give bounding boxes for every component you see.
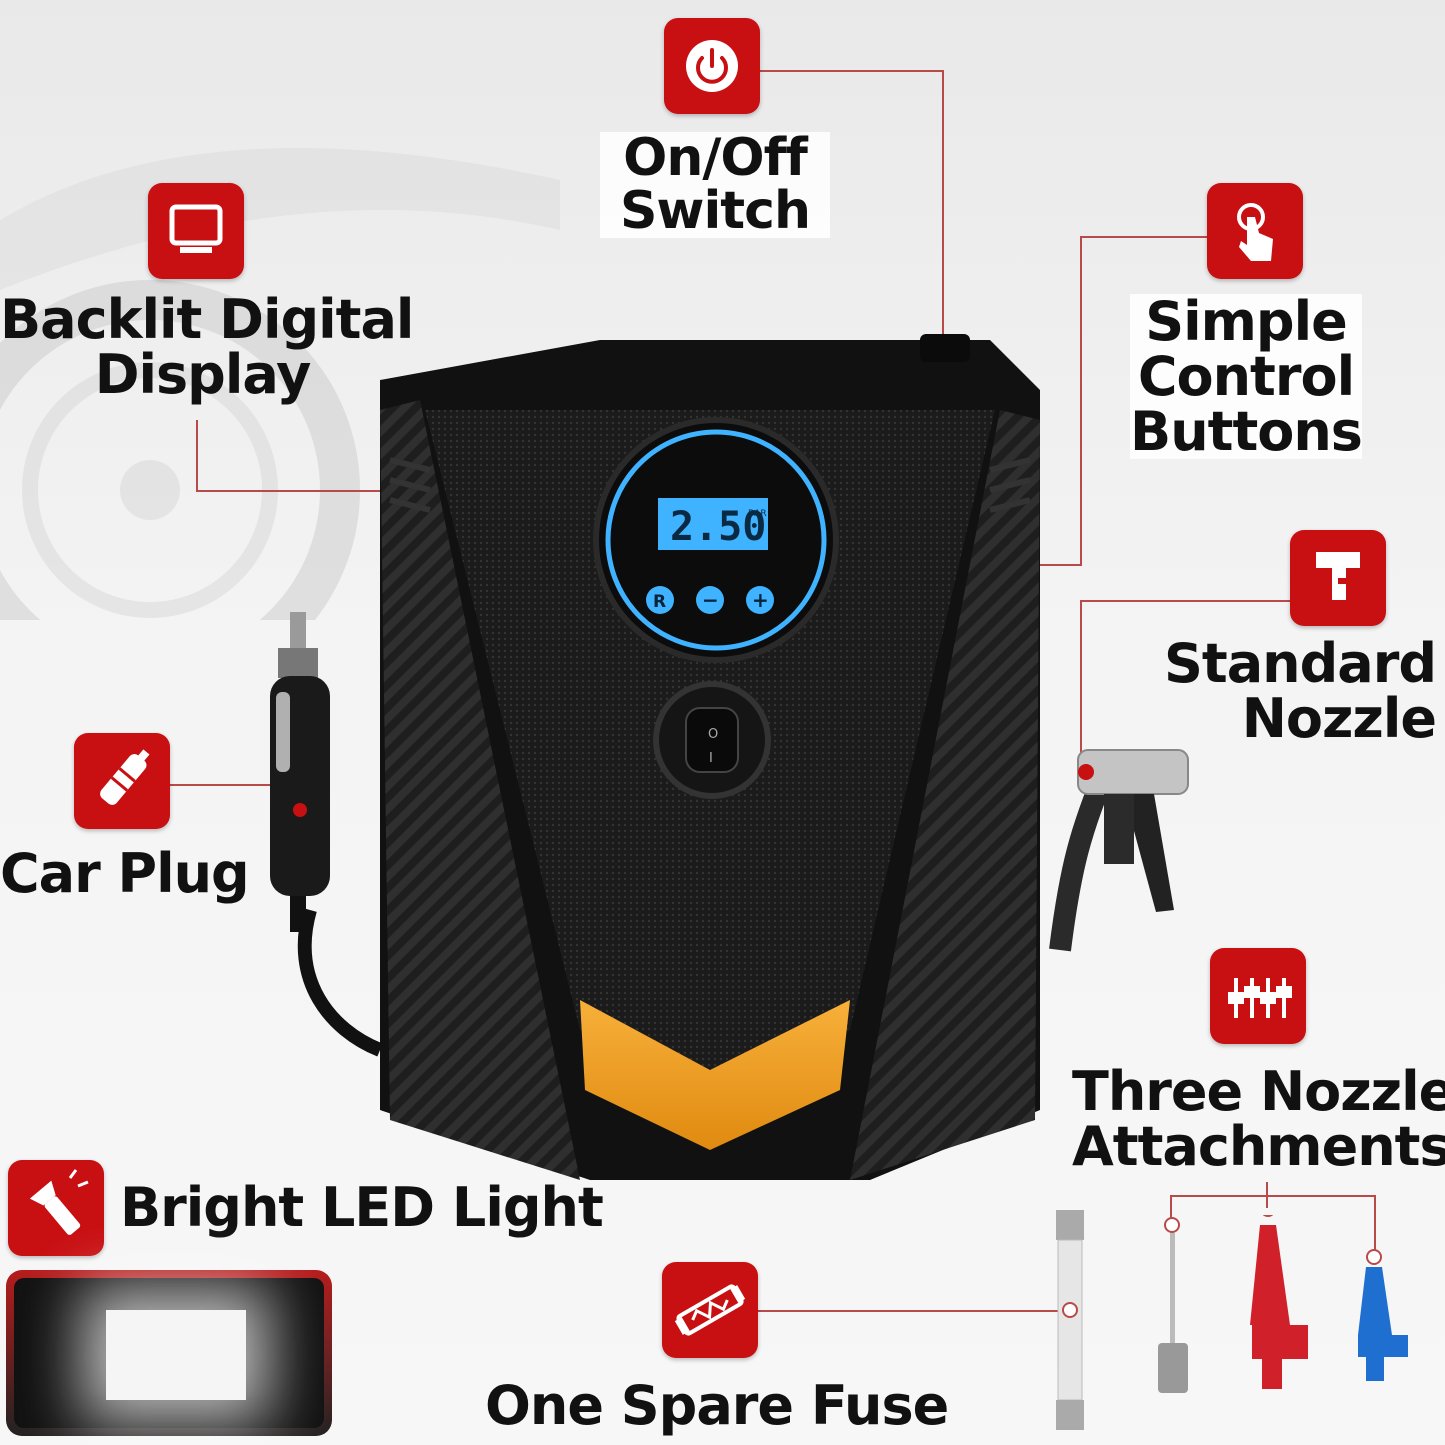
carbon-panel-left: [380, 400, 580, 1180]
line-attach-b: [1266, 1182, 1268, 1208]
flashlight-icon: [29, 1169, 89, 1235]
label-on-off-line2: Switch: [619, 181, 811, 242]
label-on-off: On/Off Switch: [600, 128, 830, 242]
reset-button-label: R: [653, 592, 666, 612]
line-display-h: [196, 490, 386, 492]
led-light-lens: [106, 1310, 246, 1400]
attachments-icon: [1228, 978, 1292, 1018]
carbon-panel-right: [850, 410, 1040, 1180]
touch-icon: [1237, 203, 1273, 261]
monitor-icon: [169, 204, 223, 253]
label-car-plug: Car Plug: [0, 846, 250, 901]
nozzle-icon: [1316, 552, 1360, 600]
line-attach-h: [1170, 1195, 1376, 1197]
led-badge: [8, 1160, 104, 1256]
lcd-screen: [658, 498, 768, 550]
label-buttons-line1: Simple: [1145, 290, 1347, 353]
line-power: [760, 70, 944, 72]
fuse-icon: [674, 1284, 746, 1336]
label-led-line1: Bright LED Light: [120, 1176, 604, 1239]
plus-button-label: +: [752, 588, 769, 612]
power-icon: [686, 40, 738, 92]
line-nozzle-v: [1080, 600, 1082, 770]
attachments-badge: [1210, 948, 1306, 1044]
label-nozzle-line1: Standard: [1164, 632, 1437, 695]
air-compressor: 2.50 BAR R − + O I: [297, 334, 1121, 1180]
nozzle-badge: [1290, 530, 1386, 626]
switch-on-mark: I: [709, 751, 713, 766]
dial-ring: [605, 429, 827, 651]
spare-fuse: [1056, 1210, 1084, 1430]
label-fuse: One Spare Fuse: [485, 1374, 949, 1437]
label-attachments-line2: Attachments: [1072, 1115, 1445, 1179]
label-on-off-line1: On/Off: [623, 128, 808, 188]
label-display: Backlit Digital Display: [0, 288, 414, 407]
line-attach-a: [1170, 1195, 1172, 1225]
top-switch[interactable]: [920, 334, 970, 362]
label-nozzle-line2: Nozzle: [1241, 687, 1437, 751]
amber-led-chevron: [580, 1000, 850, 1150]
led-light-panel: [6, 1270, 332, 1436]
line-buttons-v: [1080, 236, 1082, 566]
label-attachments-line1: Three Nozzle: [1072, 1060, 1445, 1123]
line-plug-h: [168, 784, 308, 786]
car-plug-icon: [100, 749, 150, 805]
lcd-unit: BAR: [748, 509, 767, 519]
vents: [389, 457, 1031, 513]
lcd-value: 2.50: [670, 504, 766, 550]
label-nozzle: Standard Nozzle: [1158, 632, 1437, 751]
label-display-line2: Display: [94, 343, 312, 407]
power-badge: [664, 18, 760, 114]
display-badge: [148, 183, 244, 279]
car-plug: [270, 612, 330, 932]
reset-button[interactable]: [646, 586, 674, 614]
rocker-switch[interactable]: [685, 707, 739, 773]
label-led: Bright LED Light: [120, 1176, 604, 1239]
label-car-plug-line1: Car Plug: [0, 842, 250, 905]
cord-left: [297, 908, 383, 1057]
minus-button[interactable]: [696, 586, 724, 614]
line-display-v: [196, 420, 198, 492]
label-fuse-line1: One Spare Fuse: [485, 1374, 949, 1437]
label-buttons-line2: Control: [1137, 345, 1355, 409]
line-attach-c: [1374, 1195, 1376, 1255]
buttons-badge: [1207, 183, 1303, 279]
label-buttons: Simple Control Buttons: [1130, 290, 1363, 464]
nozzle-attachments: [1158, 1215, 1408, 1393]
line-fuse-h: [756, 1310, 1068, 1312]
label-display-line1: Backlit Digital: [0, 288, 414, 351]
line-nozzle-h: [1080, 600, 1290, 602]
plus-button[interactable]: [746, 586, 774, 614]
minus-button-label: −: [702, 588, 719, 612]
car-plug-badge: [74, 733, 170, 829]
label-attachments: Three Nozzle Attachments: [1072, 1060, 1445, 1179]
switch-off-mark: O: [708, 727, 718, 742]
line-buttons-h: [1080, 236, 1208, 238]
fuse-badge: [662, 1262, 758, 1358]
line-power-v: [942, 70, 944, 340]
standard-nozzle: [1077, 749, 1189, 912]
label-buttons-line3: Buttons: [1130, 400, 1363, 464]
